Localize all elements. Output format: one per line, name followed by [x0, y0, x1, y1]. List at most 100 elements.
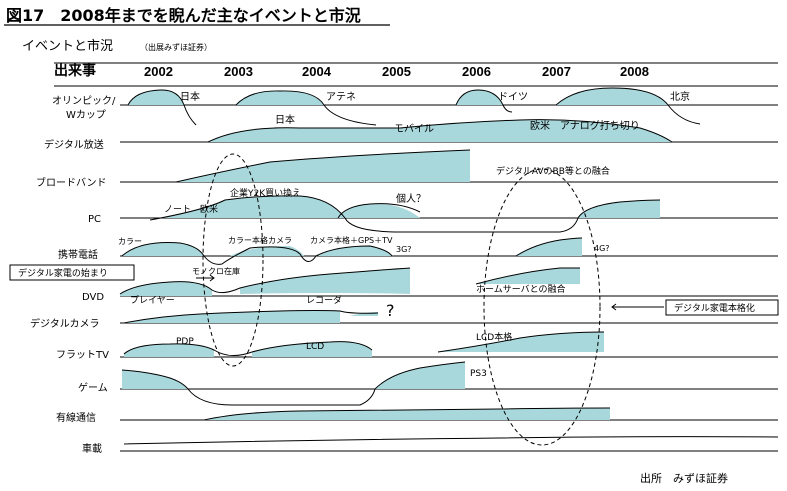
row-label-car: 車載 [82, 442, 102, 455]
annotation-dtv-japan: 日本 [275, 113, 295, 126]
annotation-dvd-question: ? [386, 301, 395, 320]
box-digital-appliance-start-label: デジタル家電の始まり [18, 267, 108, 279]
wired-curve [203, 407, 611, 421]
year-label: 2008 [620, 64, 649, 79]
source-note: 出所 みずほ証券 [640, 471, 728, 485]
annotation-mobile-3g: 3G? [396, 245, 412, 254]
row-label-game: ゲーム [78, 382, 108, 394]
mobile-area [516, 238, 582, 256]
annotation-dvd-player: プレイヤー [130, 295, 175, 306]
arrow-left-icon [611, 303, 664, 311]
dtv-curve [207, 119, 673, 143]
ftv-area [252, 341, 372, 357]
header-label: 出来事 [54, 62, 96, 79]
dcam-curve [123, 310, 379, 324]
ftv-area [124, 343, 214, 357]
annotation-mobile-4g: 4G? [594, 244, 610, 253]
annotation-olympic-japan: 日本 [180, 90, 200, 103]
row-labels: オリンピック/ Wカップ デジタル放送 ブロードバンド PC 携帯電話 DVD … [30, 95, 116, 455]
wave-area [556, 88, 668, 105]
subtitle: イベントと市況 [22, 38, 113, 54]
ftv-curve [437, 331, 605, 353]
annotation-ftv-pdp: PDP [176, 337, 194, 347]
ftv-curve [123, 341, 373, 356]
annotation-game-ps3: PS3 [470, 369, 487, 379]
olympic-waves [127, 87, 701, 126]
game-area [375, 362, 465, 389]
wave-area [236, 90, 324, 105]
figure-title: 図17 2008年までを睨んだ主なイベントと市況 [6, 6, 361, 25]
row-label-dvd: DVD [82, 292, 104, 303]
annotation-mobile-mono: モノクロ在庫 [192, 266, 240, 276]
game-curve [121, 361, 466, 406]
wave-curve [235, 90, 377, 126]
row-label-mobile: 携帯電話 [58, 248, 98, 261]
row-label-pc: PC [88, 214, 101, 225]
wave-curve [555, 87, 701, 125]
ftv-area [438, 332, 604, 352]
year-axis: 2002 2003 2004 2005 2006 2007 2008 [144, 64, 649, 79]
year-label: 2006 [462, 64, 491, 79]
annotation-mobile-gps: カメラ本格＋GPS＋TV [310, 235, 393, 245]
annotation-pc-personal: 個人？ [396, 192, 426, 205]
arrow-right-icon [196, 274, 215, 282]
wave-curve [127, 89, 197, 126]
row-label-flat-tv: フラットTV [56, 349, 109, 361]
row-label-olympic-2: Wカップ [66, 109, 106, 121]
annotation-pc-notebook: ノート 欧米 [164, 203, 218, 215]
annotation-olympic-athens: アテネ [326, 91, 356, 103]
row-label-olympic: オリンピック/ [52, 95, 116, 107]
pc-curve [337, 203, 421, 219]
year-label: 2004 [302, 64, 332, 79]
dtv-area [208, 119, 672, 142]
annotation-dvd-homeserver: ホームサーバとの融合 [476, 283, 566, 295]
annotation-dtv-mobile: モバイル [394, 123, 434, 135]
year-label: 2005 [382, 64, 411, 79]
year-label: 2003 [224, 64, 253, 79]
subtitle-source: （出展みずほ証券） [140, 42, 212, 52]
wave-area [128, 89, 184, 105]
game-area [122, 370, 188, 389]
annotation-pc-corp: 企業Y2K買い換え [230, 187, 301, 199]
dvd-area [120, 281, 212, 296]
wave-curve [455, 89, 513, 113]
dvd-curve [475, 267, 580, 285]
annotation-ftv-lcd-full: LCD本格 [476, 331, 512, 343]
annotation-ftv-lcd: LCD [306, 342, 324, 352]
pc-area [160, 195, 345, 218]
pc-area [338, 203, 420, 218]
row-label-wired: 有線通信 [56, 411, 96, 424]
box-digital-appliance-full-label: デジタル家電本格化 [674, 302, 755, 314]
year-label: 2002 [144, 64, 173, 79]
mobile-area [230, 246, 304, 256]
box-digital-appliance-full [665, 299, 779, 316]
dashed-ellipse-2006 [483, 168, 601, 446]
box-digital-appliance-start [9, 264, 135, 281]
mobile-curve [121, 242, 393, 265]
car-curve [123, 436, 779, 445]
annotation-mobile-camera: カラー本格カメラ [228, 235, 292, 245]
broadband-curve [175, 149, 471, 183]
dcam-area [124, 310, 340, 323]
mobile-curve [515, 237, 583, 257]
dvd-area [476, 268, 580, 284]
annotation-dtv-analog: 欧米 アナログ打ち切り [530, 119, 640, 132]
dvd-curve [119, 267, 411, 295]
annotation-mobile-color: カラー [118, 237, 142, 246]
wave-area [456, 90, 503, 105]
row-label-broadband: ブロードバンド [36, 176, 107, 189]
year-label: 2007 [542, 64, 571, 79]
mobile-area [318, 246, 392, 256]
pc-area [578, 200, 660, 218]
row-label-digital-broadcast: デジタル放送 [44, 138, 104, 151]
annotation-olympic-beijing: 北京 [670, 90, 690, 103]
annotation-olympic-germany: ドイツ [498, 92, 528, 103]
pc-curve [149, 195, 661, 233]
row-label-digital-camera: デジタルカメラ [30, 317, 100, 330]
broadband-area [176, 150, 470, 182]
annotation-dvd-recorder: レコーダ [306, 294, 342, 306]
dashed-ellipse-2003 [202, 153, 264, 367]
dvd-area [240, 268, 410, 294]
